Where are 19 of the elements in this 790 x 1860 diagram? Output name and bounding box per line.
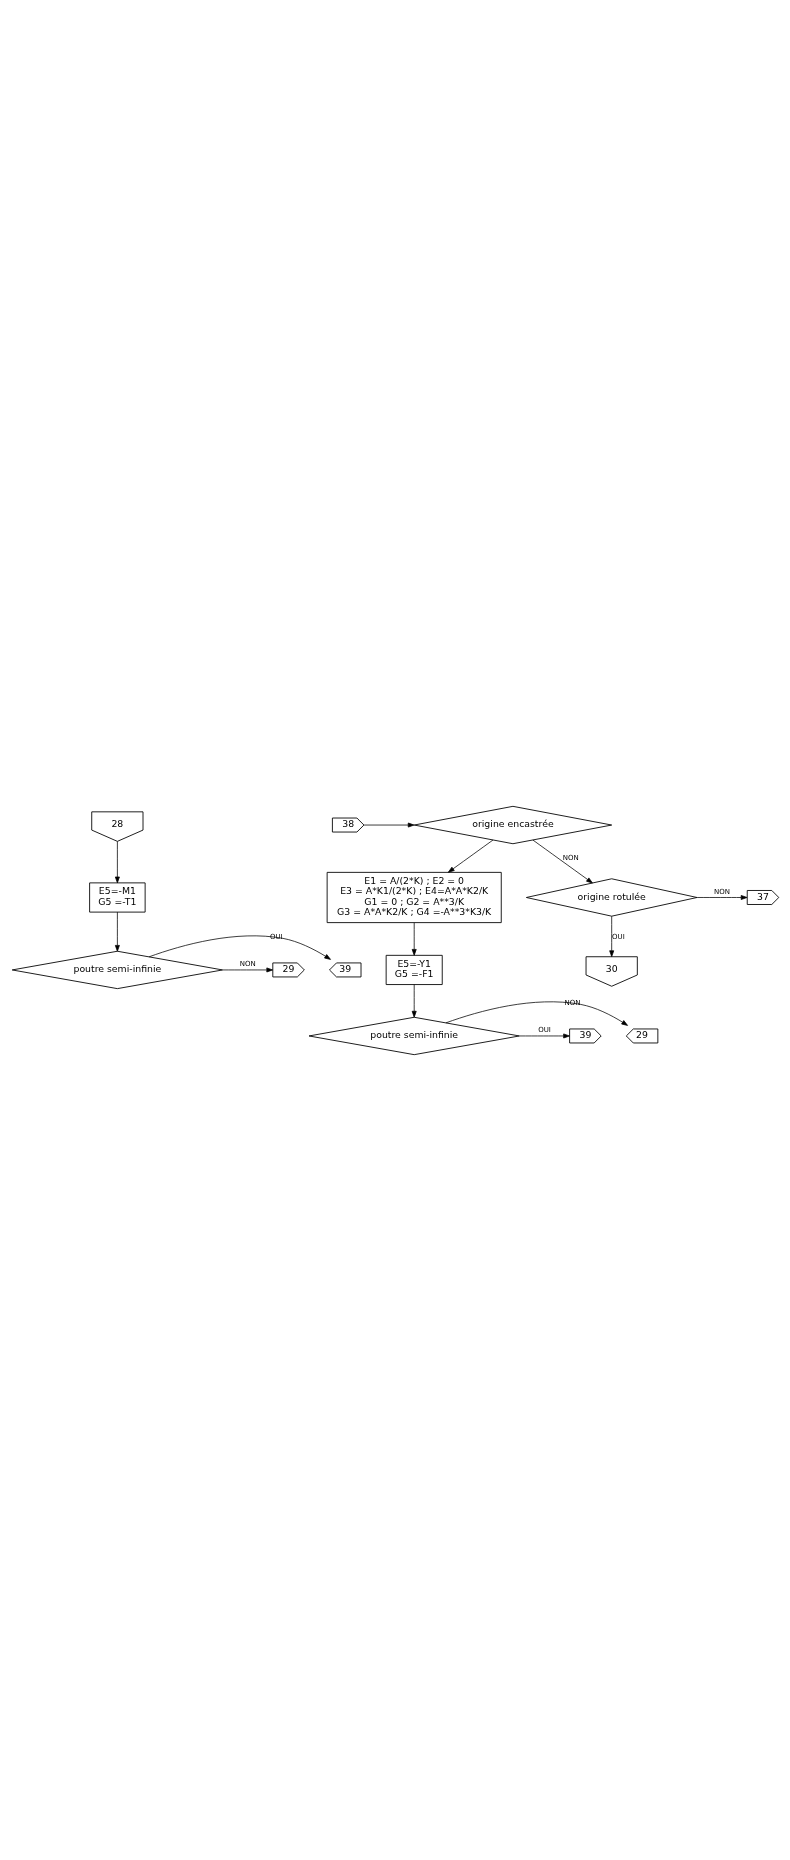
arrow (221, 967, 273, 972)
arrow (363, 822, 414, 827)
arrow (114, 840, 120, 883)
node-box: E5=-M1 G5 =-T1 (88, 881, 146, 913)
arrow (114, 911, 120, 952)
node-box: E1 = A/(2*K) ; E2 = 0 E3 = A*K1/(2*K) ; E4=A*A*K2/K G1 = 0 ; G2 = A**3/K G3 = A*A*K2/K ; G4 =-A**3*K3/K (326, 871, 502, 923)
node-diamond: poutre semi-infinie (308, 1016, 520, 1055)
arrow (411, 921, 417, 956)
node-diamond: origine encastrée (413, 805, 612, 844)
arrow (518, 1033, 570, 1038)
arrow (532, 839, 593, 883)
arrow (148, 935, 331, 960)
arrow (411, 983, 417, 1017)
node-box: E5=-Y1 G5 =-F1 (385, 954, 443, 985)
arrow (447, 839, 493, 873)
arrow (445, 1001, 628, 1026)
arrow (696, 894, 747, 900)
node-diamond: poutre semi-infinie (11, 950, 223, 989)
arrow (608, 915, 614, 957)
